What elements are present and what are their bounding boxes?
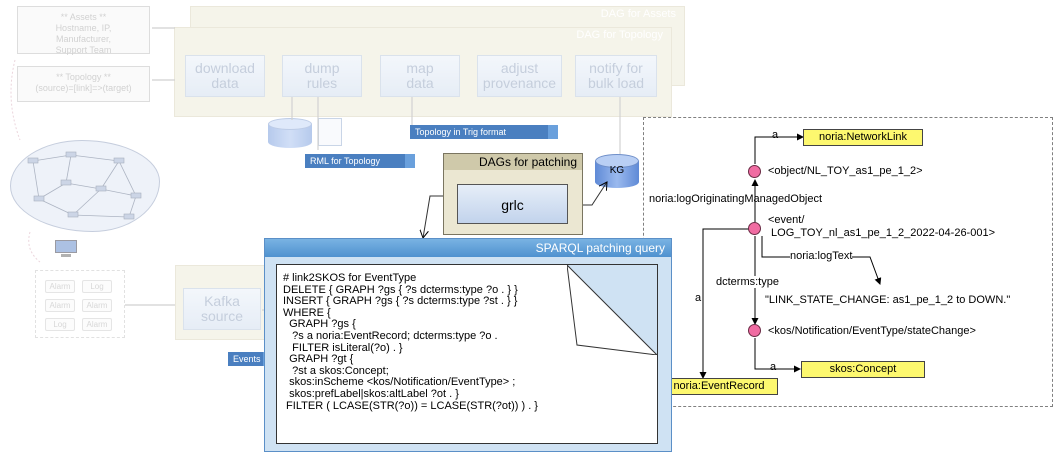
assets-dag-title: DAG for Assets bbox=[600, 8, 676, 20]
class-skos-concept: skos:Concept bbox=[801, 361, 925, 378]
alarm-item: Alarm bbox=[82, 318, 112, 331]
predicate-a-top: a bbox=[772, 129, 779, 141]
kg-label: KG bbox=[609, 165, 625, 176]
alarm-log-panel bbox=[35, 270, 125, 338]
predicate-a-bottom: a bbox=[770, 361, 777, 373]
alarm-item: Alarm bbox=[82, 299, 112, 312]
class-event-record: noria:EventRecord bbox=[660, 378, 778, 395]
network-cloud bbox=[10, 140, 160, 232]
topology-dag-banner: DAG for Topology bbox=[174, 27, 672, 117]
sparql-title: SPARQL patching query bbox=[265, 239, 671, 257]
step-notify-bulk-load: notify for bulk load bbox=[575, 55, 657, 97]
folded-corner bbox=[567, 265, 657, 355]
sparql-code: # link2SKOS for EventType DELETE { GRAPH… bbox=[283, 272, 538, 412]
event-node bbox=[748, 222, 761, 235]
sparql-window: SPARQL patching query # link2SKOS for Ev… bbox=[264, 238, 672, 452]
log-item: Log bbox=[82, 280, 112, 293]
class-network-link: noria:NetworkLink bbox=[803, 129, 923, 146]
db-cylinder-2 bbox=[318, 118, 342, 146]
step-download: download data bbox=[185, 55, 265, 97]
step-adjust-provenance: adjust provenance bbox=[477, 55, 562, 97]
concept-node bbox=[748, 324, 761, 337]
kafka-source: Kafka source bbox=[183, 288, 261, 330]
assets-dag-banner: DAG for Assets bbox=[190, 6, 685, 86]
concept-iri: <kos/Notification/EventType/stateChange> bbox=[768, 325, 976, 337]
event-iri: <event/ LOG_TOY_nl_as1_pe_1_2_2022-04-26… bbox=[768, 214, 995, 239]
rdf-example-panel bbox=[643, 117, 1053, 407]
topology-note: ** Topology ** (source)=[link]=>(target) bbox=[17, 66, 150, 102]
computer-icon bbox=[55, 240, 77, 258]
topology-dag-title: DAG for Topology bbox=[576, 29, 663, 41]
patching-dag-box: DAGs for patching grlc bbox=[443, 153, 583, 235]
step-map-data: map data bbox=[380, 55, 460, 97]
assets-note: ** Assets ** Hostname, IP, Manufacturer,… bbox=[17, 6, 150, 55]
log-text-literal: "LINK_STATE_CHANGE: as1_pe_1_2 to DOWN." bbox=[765, 294, 1011, 306]
alarm-item: Alarm bbox=[45, 280, 75, 293]
object-iri: <object/NL_TOY_as1_pe_1_2> bbox=[768, 165, 923, 177]
predicate-log-object: noria:logOriginatingManagedObject bbox=[649, 193, 823, 205]
sparql-code-box: # link2SKOS for EventType DELETE { GRAPH… bbox=[276, 264, 658, 444]
kafka-banner bbox=[175, 265, 265, 340]
grlc-box: grlc bbox=[457, 184, 568, 224]
step-dump-rules: dump rules bbox=[282, 55, 362, 97]
kg-database: KG bbox=[595, 154, 639, 188]
tag-rml-topology: RML for Topology bbox=[305, 154, 415, 168]
object-node bbox=[748, 165, 761, 178]
tag-topology-trig: Topology in Trig format bbox=[410, 125, 558, 139]
predicate-dcterms-type: dcterms:type bbox=[716, 276, 779, 288]
db-cylinder-1 bbox=[268, 118, 312, 148]
alarm-item: Alarm bbox=[45, 299, 75, 312]
patching-dag-title: DAGs for patching bbox=[444, 154, 582, 170]
predicate-a-left: a bbox=[695, 292, 702, 304]
predicate-log-text: noria:logText bbox=[790, 250, 853, 262]
log-item: Log bbox=[45, 318, 75, 331]
